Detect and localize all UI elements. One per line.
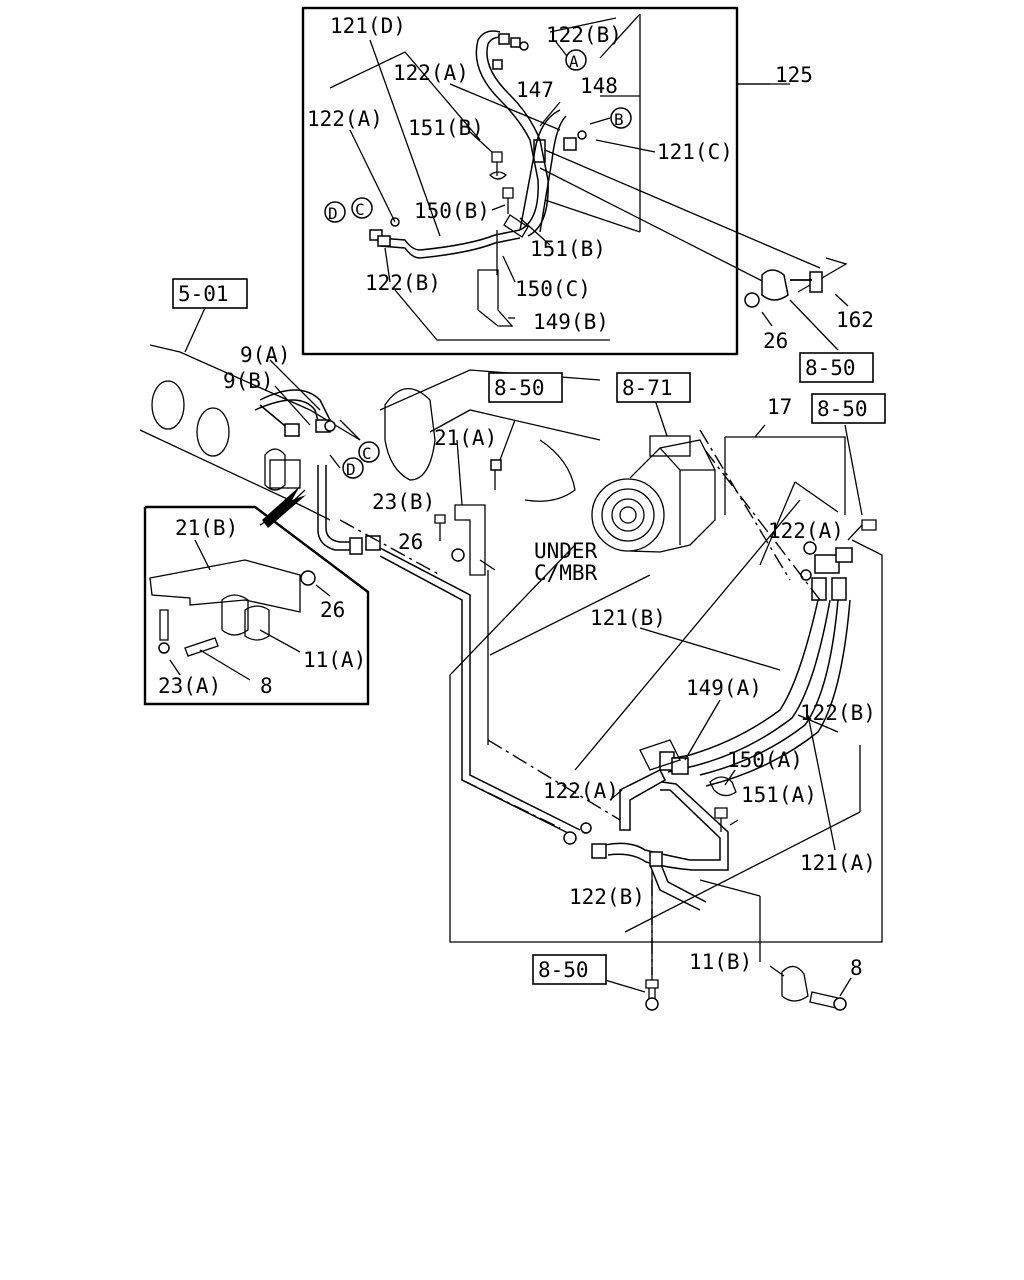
callout-149a: 149(A) [686,676,762,700]
ref-label-8-50: 8-50 [538,958,589,982]
callout-151b-b: 151(B) [530,237,606,261]
callout-151a: 151(A) [741,783,817,807]
callout-150c: 150(C) [515,277,591,301]
callout-122b-right: 122(B) [800,701,876,725]
callout-147: 147 [516,78,554,102]
circle-mark-a: A [565,49,587,71]
bracket-21a [434,419,516,576]
callout-125: 125 [775,63,813,87]
ref-box-8-71: 8-71 [616,372,691,403]
callout-122b-top: 122(B) [546,23,622,47]
note-under-line1: UNDER [534,539,598,563]
svg-text:B: B [614,110,624,129]
ref-label-5-01: 5-01 [178,282,229,306]
pipe-121a [563,768,729,911]
callout-149b: 149(B) [533,310,609,334]
callout-122b-low: 122(B) [569,885,645,909]
ref-label-8-50: 8-50 [817,397,868,421]
callout-122a-right: 122(A) [768,519,844,543]
callout-148: 148 [580,74,618,98]
circle-mark-b: B [610,107,632,129]
callout-122a-low: 122(A) [543,779,619,803]
pipe-run-main [339,519,621,837]
callout-121d: 121(D) [330,14,406,38]
callout-labels: 121(D) 122(B) 122(A) 147 148 125 122(A) … [158,14,876,980]
note-under-line2: C/MBR [534,561,598,585]
callout-11b: 11(B) [689,950,752,974]
callout-9a: 9(A) [240,343,291,367]
clamp-assembly-162 [744,269,849,351]
callout-21b: 21(B) [175,516,238,540]
circle-mark-d-inset: D [324,201,346,223]
callout-8-left: 8 [260,674,273,698]
callout-121b: 121(B) [590,606,666,630]
pipe-121b [639,519,877,787]
ref-box-8-50-right: 8-50 [811,393,886,424]
callout-9b: 9(B) [223,369,274,393]
svg-text:D: D [346,460,356,479]
ac-compressor [591,399,716,553]
svg-text:A: A [569,52,579,71]
callout-122b-inset: 122(B) [365,271,441,295]
callout-26-top: 26 [763,329,788,353]
circle-mark-c-main: C [358,441,380,463]
compressor-dash-lines [699,424,863,601]
ref-label-8-50: 8-50 [494,376,545,400]
callout-17: 17 [767,395,792,419]
callout-162: 162 [836,308,874,332]
callout-21a: 21(A) [434,426,497,450]
svg-text:D: D [328,204,338,223]
callout-11a: 11(A) [303,648,366,672]
callout-150b: 150(B) [414,199,490,223]
callout-151b-a: 151(B) [408,116,484,140]
inset-detail-top [301,6,739,356]
lower-group-outline [449,499,883,943]
ref-label-8-71: 8-71 [622,376,673,400]
pipe-9-assembly [254,359,381,555]
frame-member [139,307,361,521]
callout-121c: 121(C) [657,140,733,164]
inset-connection-lines [539,83,848,293]
callout-23b: 23(B) [372,490,435,514]
lower-fasteners [604,776,852,1011]
callout-23a: 23(A) [158,674,221,698]
callout-150a: 150(A) [727,748,803,772]
svg-text:C: C [362,444,372,463]
callout-122a-top-mid: 122(A) [393,61,469,85]
ref-box-8-50-top: 8-50 [799,352,874,383]
ref-box-5-01: 5-01 [172,278,248,309]
ref-box-8-50-mid: 8-50 [488,372,563,403]
callout-26-mid: 26 [398,530,423,554]
callout-26-left: 26 [320,598,345,622]
svg-text:C: C [355,200,365,219]
ref-box-8-50-bottom: 8-50 [532,954,607,985]
circle-mark-c-inset: C [351,197,373,219]
callout-8-bottom: 8 [850,956,863,980]
callout-121a: 121(A) [800,851,876,875]
circle-mark-d-main: D [342,457,364,479]
ref-label-8-50: 8-50 [805,356,856,380]
callout-122a-top-left: 122(A) [307,107,383,131]
inset-detail-left [143,505,370,706]
